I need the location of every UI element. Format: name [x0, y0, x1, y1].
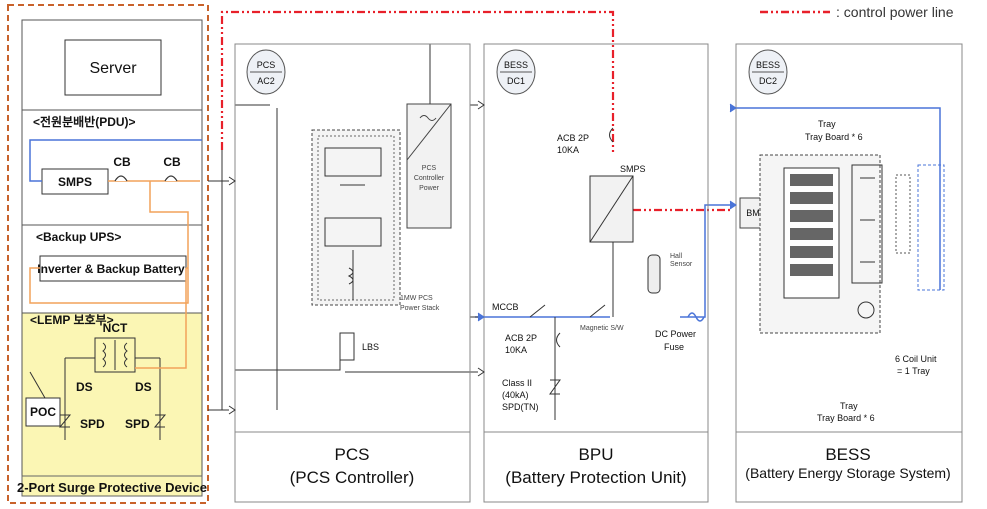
- pcs-title: PCS: [335, 445, 370, 464]
- left-panel: Server <전원분배반(PDU)> SMPS CB CB <Backup U…: [7, 4, 209, 504]
- pdu-dc-line: [29, 139, 202, 182]
- smps-label: SMPS: [58, 175, 92, 189]
- pdu-label: <전원분배반(PDU)>: [33, 114, 136, 129]
- bess-badge-bottom: DC2: [759, 76, 777, 86]
- coil-units: [917, 164, 945, 291]
- poc-box: [25, 397, 61, 427]
- pcs-subtitle: (PCS Controller): [290, 468, 415, 487]
- bess-subtitle: (Battery Energy Storage System): [745, 465, 950, 481]
- bpu-hall-line2: Sensor: [670, 261, 693, 268]
- left-frame: [7, 4, 209, 504]
- pcs-stack-line2: Power Stack: [400, 305, 440, 312]
- server-box: [64, 39, 162, 96]
- bpu-dc-line: [475, 204, 733, 318]
- pcs-stack-line1: 1MW PCS: [400, 295, 433, 302]
- bess-frame: [735, 43, 963, 503]
- bpu-acb-top-line1: ACB 2P: [557, 133, 589, 143]
- bpu-frame: [483, 43, 709, 503]
- hall-sensor: [647, 254, 661, 294]
- bess-tray-board-bottom: Tray Board * 6: [817, 413, 875, 423]
- bpu-fuse-line2: Fuse: [664, 342, 684, 352]
- bpu-badge-bottom: DC1: [507, 76, 525, 86]
- spd-right-symbol: [153, 414, 167, 428]
- bpu-acb-top-line2: 10KA: [557, 145, 579, 155]
- bpu-mccb-label: MCCB: [492, 302, 519, 312]
- bpu-panel: BESS DC1 ACB 2P 10KA SMPS MCCB Magnetic …: [483, 43, 709, 503]
- lbs-box: [339, 332, 355, 361]
- bess-tray-board-top: Tray Board * 6: [805, 132, 863, 142]
- bpu-subtitle: (Battery Protection Unit): [505, 468, 686, 487]
- spd-title: 2-Port Surge Protective Device: [17, 480, 207, 495]
- pcs-badge-bottom: AC2: [257, 76, 275, 86]
- cb2-label: CB: [163, 155, 181, 169]
- bms-label: BMS: [746, 208, 766, 218]
- bpu-badge-top: BESS: [504, 60, 528, 70]
- ups-label: <Backup UPS>: [36, 230, 121, 244]
- control-power-line: [220, 10, 733, 212]
- nct-transformer: [94, 337, 136, 373]
- ds-left-label: DS: [76, 380, 93, 394]
- legend-label: : control power line: [836, 4, 954, 20]
- bess-panel: BESS DC2 Tray Tray Board * 6 BMS 6 Coil …: [735, 43, 963, 503]
- bpu-hall-line1: Hall: [670, 253, 683, 260]
- bess-title: BESS: [825, 445, 870, 464]
- bpu-spd-line2: (40kA): [502, 390, 529, 400]
- nct-ac-line: [135, 268, 187, 369]
- bpu-fuse-line1: DC Power: [655, 329, 696, 339]
- lemp-label: <LEMP 보호부>: [30, 313, 114, 327]
- bess-tray-bottom: Tray: [840, 401, 858, 411]
- lbs-label: LBS: [362, 342, 379, 352]
- bpu-spd-line1: Class II: [502, 378, 532, 388]
- spd-title-bar: [21, 475, 203, 497]
- bpu-smps-label: SMPS: [620, 164, 646, 174]
- bpu-spd-line3: SPD(TN): [502, 402, 539, 412]
- server-label: Server: [89, 60, 137, 77]
- bess-tray-top: Tray: [818, 119, 836, 129]
- bpu-acb-bottom-line1: ACB 2P: [505, 333, 537, 343]
- bess-coil-line1: 6 Coil Unit: [895, 354, 937, 364]
- spd-right-label: SPD: [125, 417, 150, 431]
- cb1-label: CB: [113, 155, 131, 169]
- bpu-magnetic-label: Magnetic S/W: [580, 325, 624, 332]
- bess-badge-top: BESS: [756, 60, 780, 70]
- nct-label: NCT: [103, 321, 128, 335]
- bess-dc-line: [736, 107, 941, 290]
- ds-right-label: DS: [135, 380, 152, 394]
- bess-coil-line2: = 1 Tray: [897, 366, 930, 376]
- pcs-ctrl-line1: PCS: [422, 165, 437, 172]
- spd-left-label: SPD: [80, 417, 105, 431]
- pcs-panel: PCS AC2 1MW PCS Power Stack PCS Controll…: [234, 43, 471, 503]
- pcs-frame: [234, 43, 471, 503]
- pcs-ctrl-line2: Controller: [414, 175, 445, 182]
- pcs-badge-top: PCS: [257, 60, 276, 70]
- bpu-spd-symbol: [549, 379, 561, 395]
- bpu-acb-bottom-line2: 10KA: [505, 345, 527, 355]
- pcs-ctrl-line3: Power: [419, 185, 440, 192]
- spd-left-symbol: [58, 414, 72, 428]
- bpu-title: BPU: [579, 445, 614, 464]
- inverter-label: Inverter & Backup Battery: [37, 262, 185, 276]
- pcs-controller-power-box: [406, 103, 452, 229]
- poc-label: POC: [30, 405, 56, 419]
